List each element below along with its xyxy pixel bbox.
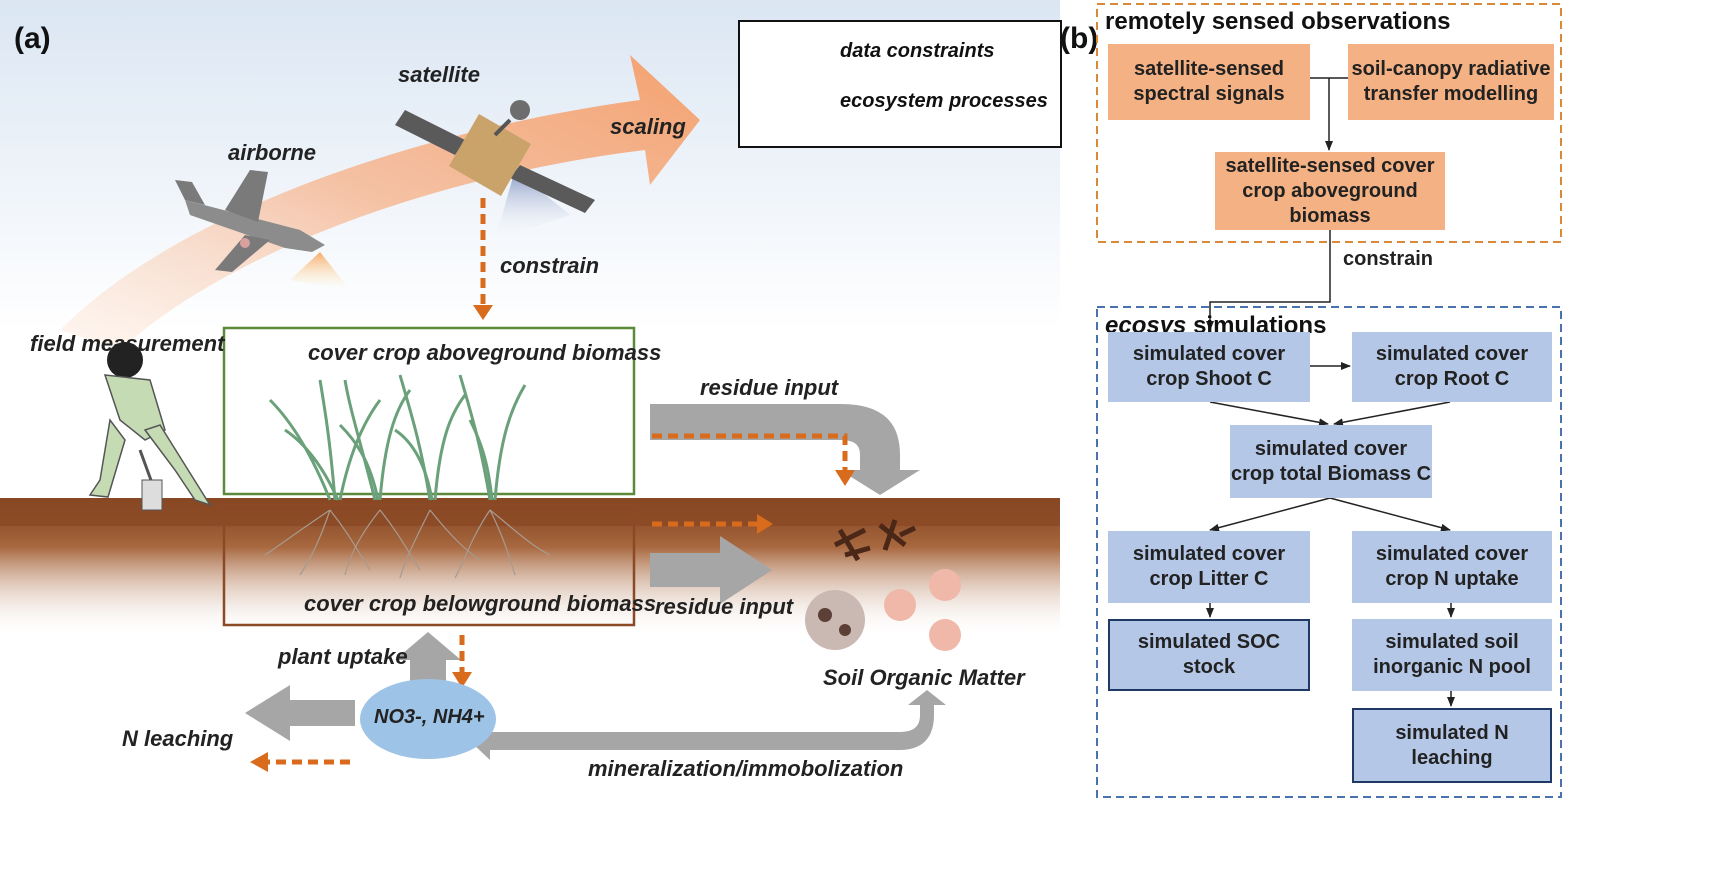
label-residue-input-top: residue input [700, 375, 839, 400]
spectral-signals-box: satellite-sensed spectral signals [1108, 44, 1310, 120]
legend-processes: ecosystem processes [840, 90, 1048, 112]
scaling-arrow [60, 55, 700, 350]
constraint-arrows [268, 198, 848, 765]
label-field-measurement: field measurement [30, 331, 225, 356]
label-soil-organic-matter: Soil Organic Matter [823, 665, 1025, 690]
soil-organic-matter-icon [805, 519, 961, 651]
litter-c-box: simulated cover crop Litter C [1108, 531, 1310, 603]
legend: data constraints ecosystem processes [738, 20, 1062, 148]
roots [264, 509, 551, 579]
panel-b-tag: (b) [1060, 22, 1099, 55]
belowground-box [222, 503, 636, 627]
label-residue-input-bottom: residue input [655, 594, 794, 619]
label-mineralization: mineralization/immobolization [588, 756, 904, 781]
constrain-label: constrain [1343, 248, 1434, 270]
total-biomass-box: simulated cover crop total Biomass C [1230, 425, 1432, 498]
n-leaching-box: simulated N leaching [1352, 708, 1552, 783]
label-airborne: airborne [228, 140, 317, 165]
label-belowground: cover crop belowground biomass [304, 591, 657, 616]
soc-stock-box: simulated SOC stock [1108, 619, 1310, 691]
remote-title: remotely sensed observations [1105, 8, 1451, 35]
cover-crop-plants [268, 374, 527, 501]
label-aboveground: cover crop aboveground biomass [308, 340, 662, 365]
label-n-pool: NO3-, NH4+ [374, 706, 485, 728]
airplane-icon [175, 170, 350, 290]
label-satellite: satellite [398, 62, 480, 87]
label-scaling: scaling [610, 114, 686, 139]
satellite-biomass-box: satellite-sensed cover crop aboveground … [1215, 152, 1445, 230]
panel-a-tag: (a) [14, 22, 51, 55]
n-pool-ellipse [360, 679, 496, 759]
field-person-icon [88, 342, 212, 511]
label-plant-uptake: plant uptake [278, 644, 408, 669]
label-n-leaching: N leaching [122, 726, 234, 751]
root-c-box: simulated cover crop Root C [1352, 332, 1552, 402]
radiative-transfer-box: soil-canopy radiative transfer modelling [1348, 44, 1554, 120]
n-uptake-box: simulated cover crop N uptake [1352, 531, 1552, 603]
shoot-c-box: simulated cover crop Shoot C [1108, 332, 1310, 402]
legend-constraints: data constraints [840, 40, 995, 62]
satellite-icon [395, 100, 595, 240]
label-constrain: constrain [500, 253, 600, 278]
soil-n-pool-box: simulated soil inorganic N pool [1352, 619, 1552, 691]
